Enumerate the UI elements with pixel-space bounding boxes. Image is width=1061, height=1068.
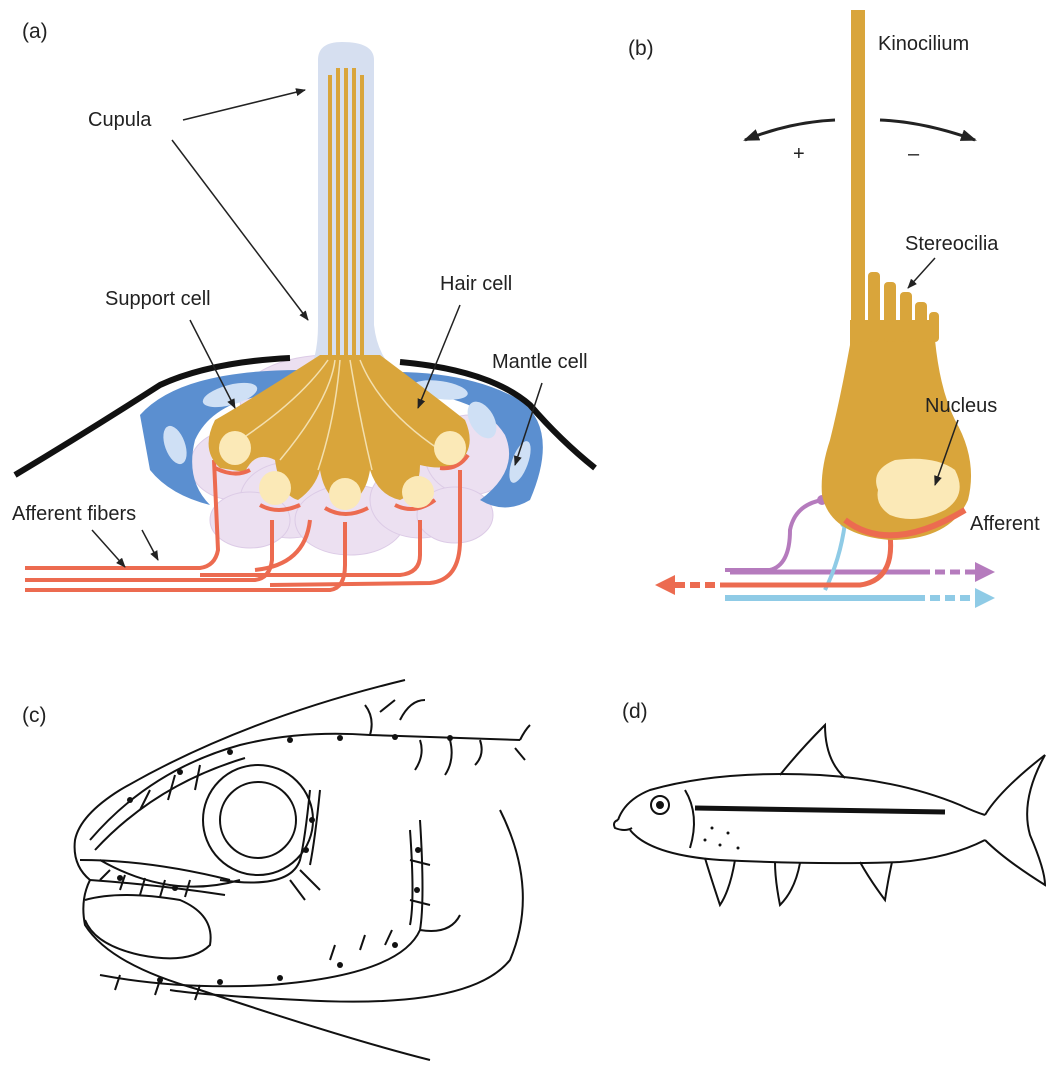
label-cupula: Cupula (88, 109, 152, 131)
minus-sign: – (908, 143, 920, 165)
fish-body-drawing: (d) (614, 700, 1045, 905)
efferent-blue-fiber (825, 523, 845, 590)
afferent-arrow-2 (142, 530, 158, 560)
cupula-arrow-top (183, 90, 305, 120)
label-hair-cell: Hair cell (440, 273, 512, 295)
label-stereocilia: Stereocilia (905, 233, 999, 255)
label-kinocilium: Kinocilium (878, 33, 969, 55)
afferent-red-fiber (720, 535, 891, 585)
fish-head-drawing: (c) (22, 680, 530, 1060)
deflect-minus-arrow (880, 120, 975, 140)
label-afferent-fibers: Afferent fibers (12, 503, 136, 525)
efferent-purple-fiber (725, 500, 822, 570)
scale-dots (704, 827, 740, 850)
neuromast-diagram: (a) (12, 20, 595, 590)
blue-arrowhead (975, 588, 995, 608)
panel-a-label: (a) (22, 20, 48, 43)
plus-sign: + (793, 143, 805, 165)
panel-b-label: (b) (628, 37, 654, 60)
hair-cell-diagram: (b) + – (628, 10, 1040, 608)
label-support-cell: Support cell (105, 288, 211, 310)
deflect-plus-arrow (745, 120, 835, 140)
afferent-arrow-1 (92, 530, 125, 567)
lateral-line (695, 808, 945, 812)
panel-c-label: (c) (22, 704, 47, 727)
red-arrowhead (655, 575, 675, 595)
label-nucleus: Nucleus (925, 395, 997, 417)
stereocilia-arrow (908, 258, 935, 288)
kinocilium (851, 10, 865, 340)
label-afferent: Afferent (970, 513, 1040, 535)
label-mantle-cell: Mantle cell (492, 351, 588, 373)
panel-d-label: (d) (622, 700, 648, 723)
purple-arrowhead (975, 562, 995, 582)
